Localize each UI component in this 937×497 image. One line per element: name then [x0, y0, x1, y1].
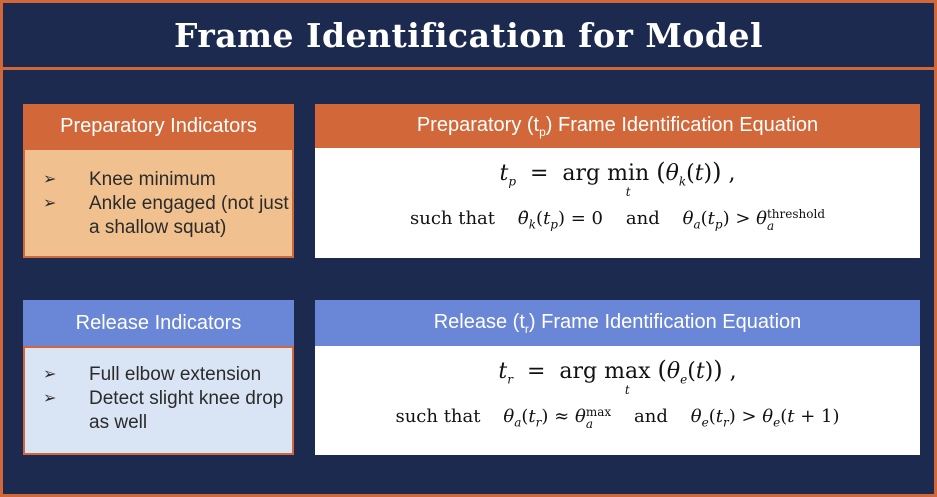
release-indicators-header: Release Indicators: [23, 300, 294, 346]
release-indicators-title: Release Indicators: [75, 311, 242, 334]
list-item: ➢ Full elbow extension: [25, 363, 292, 387]
indicator-text: Knee minimum: [89, 169, 216, 190]
arrow-bullet-icon: ➢: [43, 195, 57, 212]
preparatory-equation-header: Preparatory (tp) Frame Identification Eq…: [315, 104, 920, 148]
page-title: Frame Identification for Model: [173, 15, 763, 55]
list-item: ➢ Ankle engaged (not just a shallow squa…: [25, 192, 292, 240]
release-equation-header: Release (tr) Frame Identification Equati…: [315, 300, 920, 346]
list-item: ➢ Detect slight knee drop as well: [25, 387, 292, 435]
preparatory-indicators-body: ➢ Knee minimum ➢ Ankle engaged (not just…: [23, 148, 294, 258]
preparatory-constraint-equation: such that θ̇k(tp) = 0 and θa(tp) > θthre…: [409, 207, 826, 233]
arrow-bullet-icon: ➢: [43, 390, 57, 407]
indicator-text: Detect slight knee drop as well: [89, 388, 284, 433]
list-item: ➢ Knee minimum: [25, 168, 292, 192]
title-bar: Frame Identification for Model: [0, 0, 937, 70]
indicator-text: Full elbow extension: [89, 364, 262, 385]
release-indicators-body: ➢ Full elbow extension ➢ Detect slight k…: [23, 346, 294, 455]
indicator-text: Ankle engaged (not just a shallow squat): [89, 193, 289, 238]
release-equation-title: Release (tr) Frame Identification Equati…: [433, 310, 802, 336]
arrow-bullet-icon: ➢: [43, 171, 57, 188]
preparatory-indicators-title: Preparatory Indicators: [60, 114, 257, 137]
arrow-bullet-icon: ➢: [43, 366, 57, 383]
preparatory-equation-title: Preparatory (tp) Frame Identification Eq…: [416, 113, 819, 139]
preparatory-indicators-header: Preparatory Indicators: [23, 104, 294, 148]
